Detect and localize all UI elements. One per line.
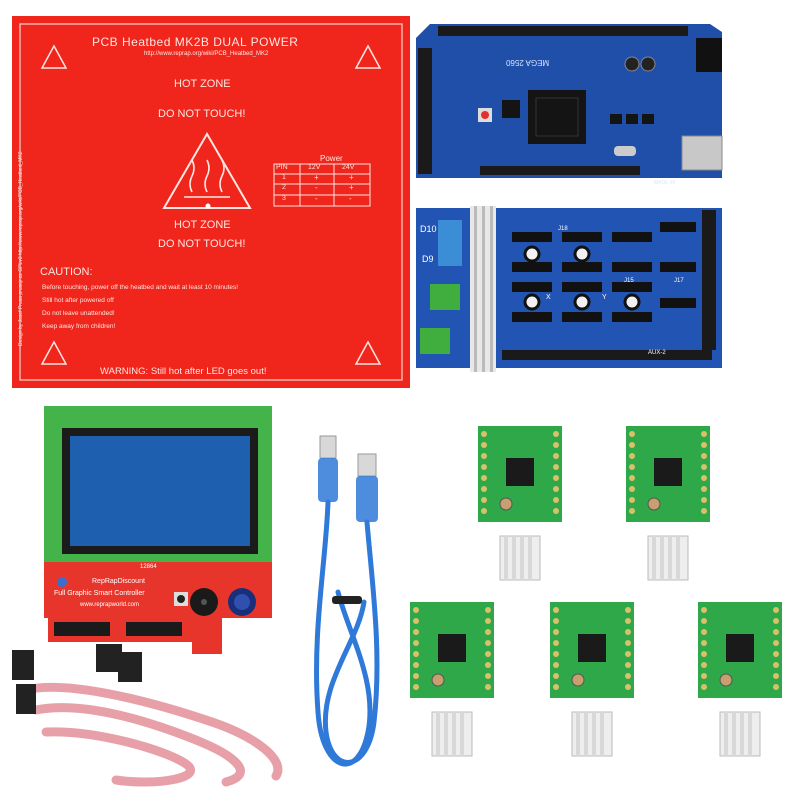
driver-potentiometer (431, 673, 445, 687)
heatsink (499, 535, 541, 581)
driver-potentiometer (647, 497, 661, 511)
ramps-heatsink (470, 206, 496, 372)
header-bottom (480, 166, 640, 175)
mega-graphic (416, 24, 723, 178)
cable-tie (332, 596, 362, 604)
col-24v: 24V (342, 164, 355, 171)
row2-24v: + (349, 183, 354, 192)
lcd-controller: 12864 RepRapDiscount Full Graphic Smart … (40, 404, 276, 654)
exp2-socket (126, 622, 182, 636)
heatbed-pcb (12, 16, 410, 388)
header-top (438, 26, 688, 36)
lcd-brand-label: RepRapDiscount (92, 578, 145, 585)
row1-12v: + (314, 173, 319, 182)
lcd-graphic (44, 406, 272, 654)
heatbed-side-text: Design by Josef Prusa prusajr.cz GPLv3 h… (18, 151, 24, 346)
col-12v: 12V (308, 164, 321, 171)
corner-triangles (40, 44, 382, 365)
do-not-touch-top: DO NOT TOUCH! (158, 108, 246, 120)
caution-line-2: Still hot after powered off (42, 297, 114, 304)
stepper-driver-4 (550, 602, 634, 757)
lcd-model-label: 12864 (140, 564, 157, 570)
hot-zone-bottom: HOT ZONE (174, 219, 231, 231)
heatbed-board (12, 16, 410, 388)
ramps-d9-label: D9 (422, 254, 434, 264)
driver-chip (654, 458, 682, 486)
driver-potentiometer (719, 673, 733, 687)
heatsink (719, 711, 761, 757)
row1-pin: 1 (282, 174, 286, 181)
arduino-mega-board: MEGA 2560 MADE IN (410, 18, 728, 186)
ramps-j15-label: J15 (624, 278, 634, 284)
mega-label: MEGA 2560 (506, 58, 550, 67)
caution-line-4: Keep away from children! (42, 323, 116, 330)
ramps-y-label: Y (602, 294, 607, 301)
stepper-driver-1 (478, 426, 562, 581)
caution-heading: CAUTION: (40, 266, 93, 278)
do-not-touch-bottom: DO NOT TOUCH! (158, 238, 246, 250)
usb-plug-b (356, 453, 378, 522)
ribbon-cables (12, 644, 283, 787)
ramps-d10-label: D10 (420, 224, 437, 234)
ramps-graphic (416, 206, 722, 372)
lcd-site-label: www.reprapworld.com (80, 602, 140, 608)
heatbed-title: PCB Heatbed MK2B DUAL POWER (92, 35, 299, 49)
usb-port (681, 135, 723, 171)
heatbed-led (205, 203, 211, 209)
ramps-board: D10 D9 X Y AUX-2 J18 J15 J17 (412, 202, 722, 378)
ramps-j18-label: J18 (558, 226, 568, 232)
driver-potentiometer (571, 673, 585, 687)
row2-12v: - (315, 183, 318, 192)
exp1-socket (54, 622, 110, 636)
row2-pin: 2 (282, 184, 286, 191)
terminal-block-green-2 (420, 328, 450, 354)
row3-pin: 3 (282, 195, 286, 202)
pin-label: PIN (276, 164, 288, 171)
power-header: Power (320, 154, 343, 163)
caution-line-1: Before touching, power off the heatbed a… (42, 284, 239, 291)
terminal-block-green-1 (430, 284, 460, 310)
driver-chip (578, 634, 606, 662)
heatsink (571, 711, 613, 757)
ramps-aux2-label: AUX-2 (648, 350, 666, 356)
row1-24v: + (349, 173, 354, 182)
usb-cable (314, 435, 380, 767)
row3-24v: - (349, 194, 352, 203)
heatbed: PCB Heatbed MK2B DUAL POWER http://www.r… (12, 16, 410, 388)
driver-potentiometer (499, 497, 513, 511)
ramps-x-label: X (546, 294, 551, 301)
atmega-chip (528, 90, 586, 144)
ribbon-connectors (12, 644, 142, 714)
power-table (273, 163, 371, 207)
ramps-j17-label: J17 (674, 278, 684, 284)
driver-chip (726, 634, 754, 662)
terminal-block-blue (438, 220, 462, 266)
caution-line-3: Do not leave unattended! (42, 310, 115, 317)
heatsink (647, 535, 689, 581)
heatsink (431, 711, 473, 757)
row3-12v: - (315, 194, 318, 203)
stepper-driver-2 (626, 426, 710, 581)
hot-zone-top: HOT ZONE (174, 78, 231, 90)
power-jack (696, 38, 722, 72)
lcd-subtitle-label: Full Graphic Smart Controller (54, 590, 145, 597)
heatbed-url: http://www.reprap.org/wiki/PCB_Heatbed_M… (144, 51, 269, 57)
header-left (418, 48, 432, 174)
stepper-driver-3 (410, 602, 494, 757)
mega-small-label: MADE IN (654, 180, 675, 186)
driver-chip (438, 634, 466, 662)
usb-plug-a (318, 435, 338, 502)
lcd-screen (70, 436, 250, 546)
stepper-driver-5 (698, 602, 782, 757)
heatbed-border (19, 23, 403, 381)
warning-text: WARNING: Still hot after LED goes out! (100, 366, 267, 377)
driver-chip (506, 458, 534, 486)
